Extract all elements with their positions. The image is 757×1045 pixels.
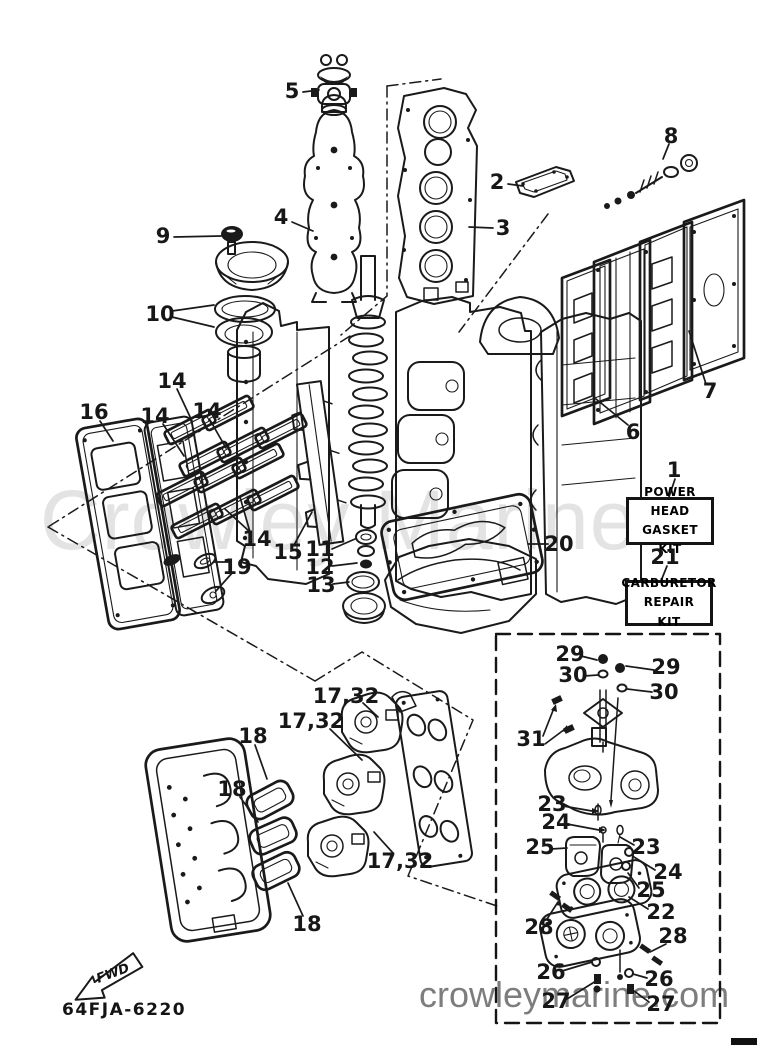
callout-18-1: 18 <box>238 724 268 748</box>
callout-28-1: 28 <box>524 915 554 939</box>
callout-14-1: 14 <box>157 369 187 393</box>
crankcase-block-drawing <box>236 255 642 605</box>
carburetor-kit-line1: CARBURETOR <box>621 576 717 591</box>
callout-17-32-2: 17,32 <box>277 709 345 733</box>
callout-7: 7 <box>702 379 718 403</box>
callout-27-1: 27 <box>541 989 571 1013</box>
callout-9: 9 <box>155 224 171 248</box>
leader-lines <box>99 89 707 1003</box>
callout-16: 16 <box>79 400 109 424</box>
fwd-arrow: FWD <box>74 952 144 1001</box>
callout-6: 6 <box>625 420 641 444</box>
exhaust-outer-gasket-drawing <box>515 166 575 198</box>
silencer-cover-drawing <box>144 737 272 943</box>
reed-clips-drawing <box>163 552 226 605</box>
carb-detail-box <box>494 632 722 1025</box>
callout-12: 12 <box>305 555 335 579</box>
callout-20: 20 <box>544 532 574 556</box>
callout-18-3: 18 <box>292 912 322 936</box>
callout-15: 15 <box>273 540 303 564</box>
seal-cap-drawing <box>214 226 289 383</box>
callout-17-32-3: 17,32 <box>366 849 434 873</box>
callout-18-2: 18 <box>217 777 247 801</box>
callout-3: 3 <box>495 216 511 240</box>
power-head-kit-line2: GASKET KIT <box>642 523 698 557</box>
power-head-gasket-kit-box: POWER HEAD GASKET KIT <box>626 485 714 556</box>
reed-stopper-cage-drawing <box>291 380 347 546</box>
corner-mark <box>731 1038 757 1045</box>
callout-28-2: 28 <box>658 924 688 948</box>
callout-27-2: 27 <box>646 992 676 1016</box>
callout-14-2: 14 <box>140 404 170 428</box>
callout-29-1: 29 <box>555 642 585 666</box>
carburetor-bank-drawing <box>306 690 473 878</box>
callout-31: 31 <box>516 727 546 751</box>
reed-spacer-plate-drawing <box>143 415 225 617</box>
callout-30-1: 30 <box>558 663 588 687</box>
cylinder-head-gasket-drawing <box>397 87 478 305</box>
callout-30-2: 30 <box>649 680 679 704</box>
callout-21: 21 <box>650 545 680 569</box>
callout-24-2: 24 <box>653 860 683 884</box>
callout-23-2: 23 <box>631 835 661 859</box>
callout-13: 13 <box>306 573 336 597</box>
group-boundary-lines <box>47 78 549 907</box>
inner-cover-gasket-drawing <box>303 94 365 303</box>
reed-plate-drawing <box>75 417 181 631</box>
callout-25-1: 25 <box>525 835 555 859</box>
callout-26-1: 26 <box>536 960 566 984</box>
callout-23-1: 23 <box>537 792 567 816</box>
cover-bolt-drawing <box>604 154 698 209</box>
lower-crankcase-drawing <box>384 538 537 634</box>
silencer-gaskets-drawing <box>245 779 301 892</box>
power-head-kit-line1: POWER HEAD <box>644 484 696 518</box>
callout-14-4: 14 <box>242 527 272 551</box>
callout-22: 22 <box>646 900 676 924</box>
callout-8: 8 <box>663 124 679 148</box>
watermark-crowley-marine: Crowley Marine <box>40 473 638 567</box>
carburetor-kit-line2: REPAIR KIT <box>643 595 695 629</box>
callout-5: 5 <box>284 79 300 103</box>
oil-seal-stack-drawing <box>342 529 386 624</box>
callout-1: 1 <box>666 458 682 482</box>
callout-14-3: 14 <box>192 399 222 423</box>
crankcase-gasket-drawing <box>380 492 544 602</box>
callout-29-2: 29 <box>651 655 681 679</box>
carburetor-repair-kit-box: CARBURETOR REPAIR KIT <box>621 576 716 628</box>
callout-25-2: 25 <box>636 878 666 902</box>
callout-2: 2 <box>489 170 505 194</box>
diagram-code: 64FJA-6220 <box>62 1000 187 1020</box>
callout-11: 11 <box>305 537 335 561</box>
thermostat-drawing <box>311 54 357 116</box>
callout-10: 10 <box>145 302 175 326</box>
callout-24-1: 24 <box>541 810 571 834</box>
callout-26-2: 26 <box>644 967 674 991</box>
callout-4: 4 <box>273 205 289 229</box>
reed-petals-drawing <box>155 394 308 540</box>
callout-17-32-1: 17,32 <box>312 684 380 708</box>
callout-19: 19 <box>222 555 252 579</box>
